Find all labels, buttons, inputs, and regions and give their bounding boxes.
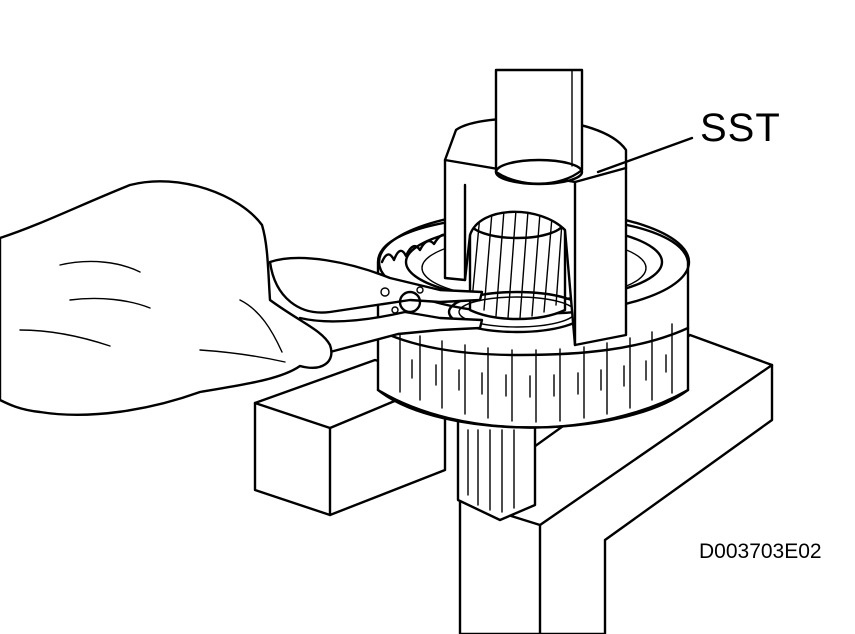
snap-ring-pliers: [268, 256, 484, 355]
figure-code-label: D003703E02: [699, 540, 822, 563]
sst-tool: [443, 68, 628, 347]
press-ram: [494, 68, 584, 185]
sst-leader-line: [596, 136, 694, 174]
output-shaft: [456, 418, 537, 522]
right-press-block: [458, 333, 774, 634]
sst-label: SST: [700, 106, 781, 150]
hand: [0, 180, 333, 416]
